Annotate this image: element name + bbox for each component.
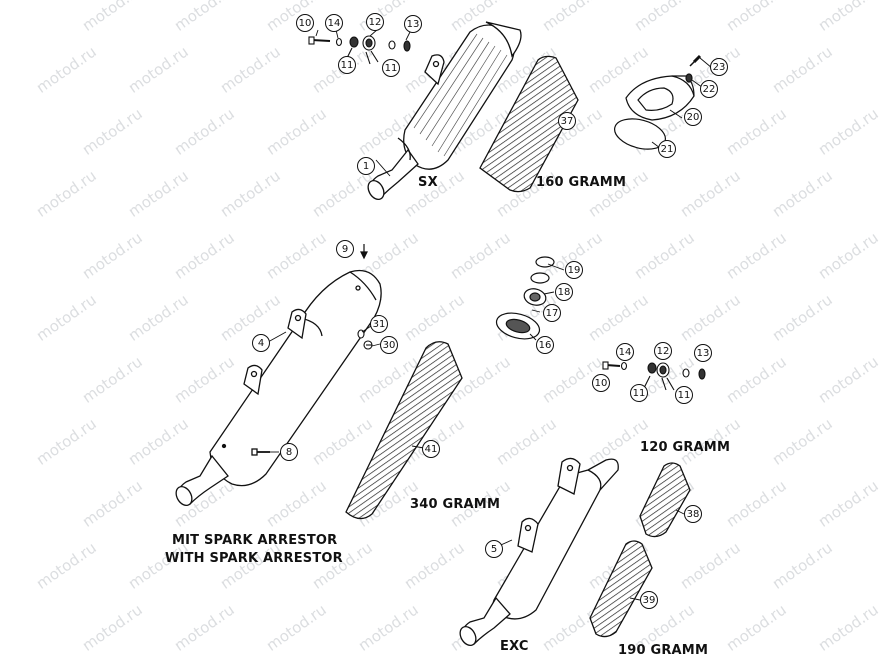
label-190-gramm: 190 GRAMM	[618, 643, 709, 658]
callout-41: 41	[422, 440, 440, 458]
callout-18: 18	[555, 283, 573, 301]
callout-11-exc-a: 11	[630, 384, 648, 402]
callout-23: 23	[710, 58, 728, 76]
callout-8: 8	[280, 443, 298, 461]
callout-5: 5	[485, 540, 503, 558]
callout-21: 21	[658, 140, 676, 158]
callout-39: 39	[640, 591, 658, 609]
packing-160	[479, 55, 579, 193]
callout-31: 31	[370, 315, 388, 333]
screw-30-31	[357, 329, 373, 350]
callout-13-exc: 13	[694, 344, 712, 362]
callout-11-sx-b: 11	[382, 59, 400, 77]
silencer-sx	[367, 21, 522, 200]
silencer-spark-arrestor	[175, 269, 382, 506]
callout-1: 1	[357, 157, 375, 175]
callout-12-exc: 12	[654, 342, 672, 360]
callout-9: 9	[336, 240, 354, 258]
label-160-gramm: 160 GRAMM	[536, 175, 627, 190]
packing-120	[639, 462, 691, 538]
callout-30: 30	[380, 336, 398, 354]
callout-11-exc-b: 11	[675, 386, 693, 404]
callout-11-sx-a: 11	[338, 56, 356, 74]
exc-end-cap-parts	[495, 256, 555, 340]
label-spark-arrestor-de: MIT SPARK ARRESTOR	[172, 533, 338, 548]
callout-10-sx: 10	[296, 14, 314, 32]
packing-340	[345, 341, 463, 520]
callout-37: 37	[558, 112, 576, 130]
callout-19: 19	[565, 261, 583, 279]
label-340-gramm: 340 GRAMM	[410, 497, 501, 512]
packing-190	[589, 540, 653, 638]
callout-20: 20	[684, 108, 702, 126]
callout-22: 22	[700, 80, 718, 98]
callout-38: 38	[684, 505, 702, 523]
callout-17: 17	[543, 304, 561, 322]
label-sx: SX	[418, 175, 438, 190]
label-exc: EXC	[500, 639, 529, 654]
callout-14-exc: 14	[616, 343, 634, 361]
fastener-set-sx	[308, 35, 411, 65]
screw-9	[360, 244, 368, 260]
label-spark-arrestor-en: WITH SPARK ARRESTOR	[165, 551, 343, 566]
end-cap-parts	[614, 54, 702, 150]
callout-13-sx: 13	[404, 15, 422, 33]
fastener-set-exc	[602, 361, 706, 391]
callout-10-exc: 10	[592, 374, 610, 392]
callout-12-sx: 12	[366, 13, 384, 31]
label-120-gramm: 120 GRAMM	[640, 440, 731, 455]
callout-14-sx: 14	[325, 14, 343, 32]
callout-4: 4	[252, 334, 270, 352]
callout-16: 16	[536, 336, 554, 354]
silencer-exc	[459, 457, 619, 646]
